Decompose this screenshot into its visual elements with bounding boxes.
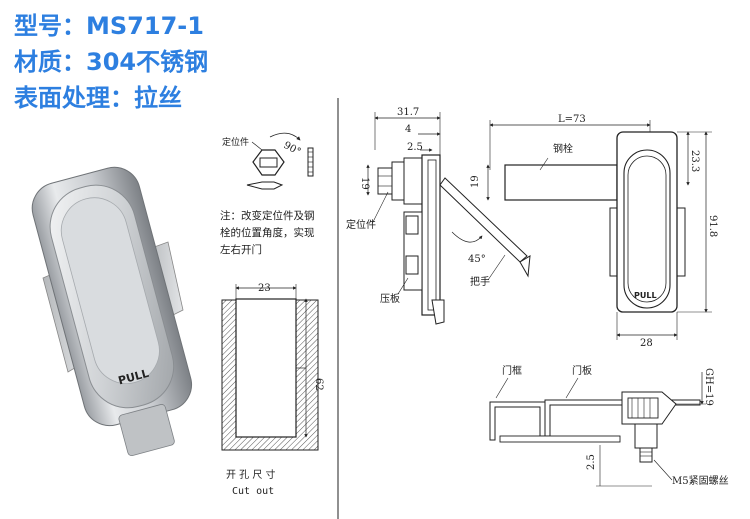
side-positioner-label: 定位件 [346, 218, 376, 231]
product-photo: PULL [31, 166, 193, 457]
handle-label: 把手 [470, 275, 490, 288]
positioner-detail: 定位件 90° 注：改变定位件及钢 栓的位置角度，实现 左右开门 [220, 132, 315, 256]
front-dim-28: 28 [640, 338, 653, 349]
side-view-drawing: 31.7 4 2.5 19 45° 定位件 压板 把手 [346, 107, 531, 325]
angle-45-label: 45° [468, 254, 486, 265]
install-view-drawing: 门框 门板 GH=19 2.5 M5紧固螺丝 [489, 364, 729, 487]
side-dim-4: 4 [405, 124, 411, 135]
material-label: 材质：304不锈钢 [14, 48, 209, 76]
front-dim-23-3: 23.3 [689, 150, 700, 172]
side-dim-19: 19 [359, 177, 370, 190]
front-length-dim: L=73 [558, 114, 586, 125]
pressure-plate-label: 压板 [380, 292, 400, 305]
front-dim-91-8: 91.8 [707, 215, 718, 237]
cutout-height-dim: 62 [313, 378, 324, 391]
positioner-label: 定位件 [222, 136, 249, 148]
door-frame-label: 门框 [502, 364, 522, 377]
bolt-label: 钢栓 [553, 142, 573, 155]
spec-header: 型号：MS717-1 材质：304不锈钢 表面处理：拉丝 [14, 8, 208, 116]
side-dim-31-7: 31.7 [397, 107, 419, 118]
note-line-2: 栓的位置角度，实现 [220, 226, 315, 239]
front-dim-19: 19 [470, 175, 481, 188]
front-pull-text: PULL [634, 291, 657, 300]
lock-body: PULL [31, 166, 193, 457]
note-line-1: 注：改变定位件及钢 [220, 209, 315, 222]
front-view-drawing: L=73 钢栓 19 PULL 23.3 91.8 28 [470, 114, 718, 349]
cutout-drawing: 23 62 开 孔 尺 寸 Cut out [221, 283, 324, 497]
gh-dim: GH=19 [703, 368, 714, 406]
screw-label: M5紧固螺丝 [672, 475, 729, 487]
finish-label: 表面处理：拉丝 [14, 84, 182, 112]
install-dim-2-5: 2.5 [586, 454, 597, 470]
cutout-label-cn: 开 孔 尺 寸 [226, 468, 276, 481]
cutout-label-en: Cut out [232, 486, 274, 497]
cutout-width-dim: 23 [258, 283, 271, 294]
door-panel-label: 门板 [572, 364, 592, 377]
side-dim-2-5: 2.5 [407, 142, 423, 153]
angle-90-label: 90° [282, 140, 303, 158]
note-line-3: 左右开门 [220, 243, 262, 256]
model-label: 型号：MS717-1 [14, 12, 204, 40]
